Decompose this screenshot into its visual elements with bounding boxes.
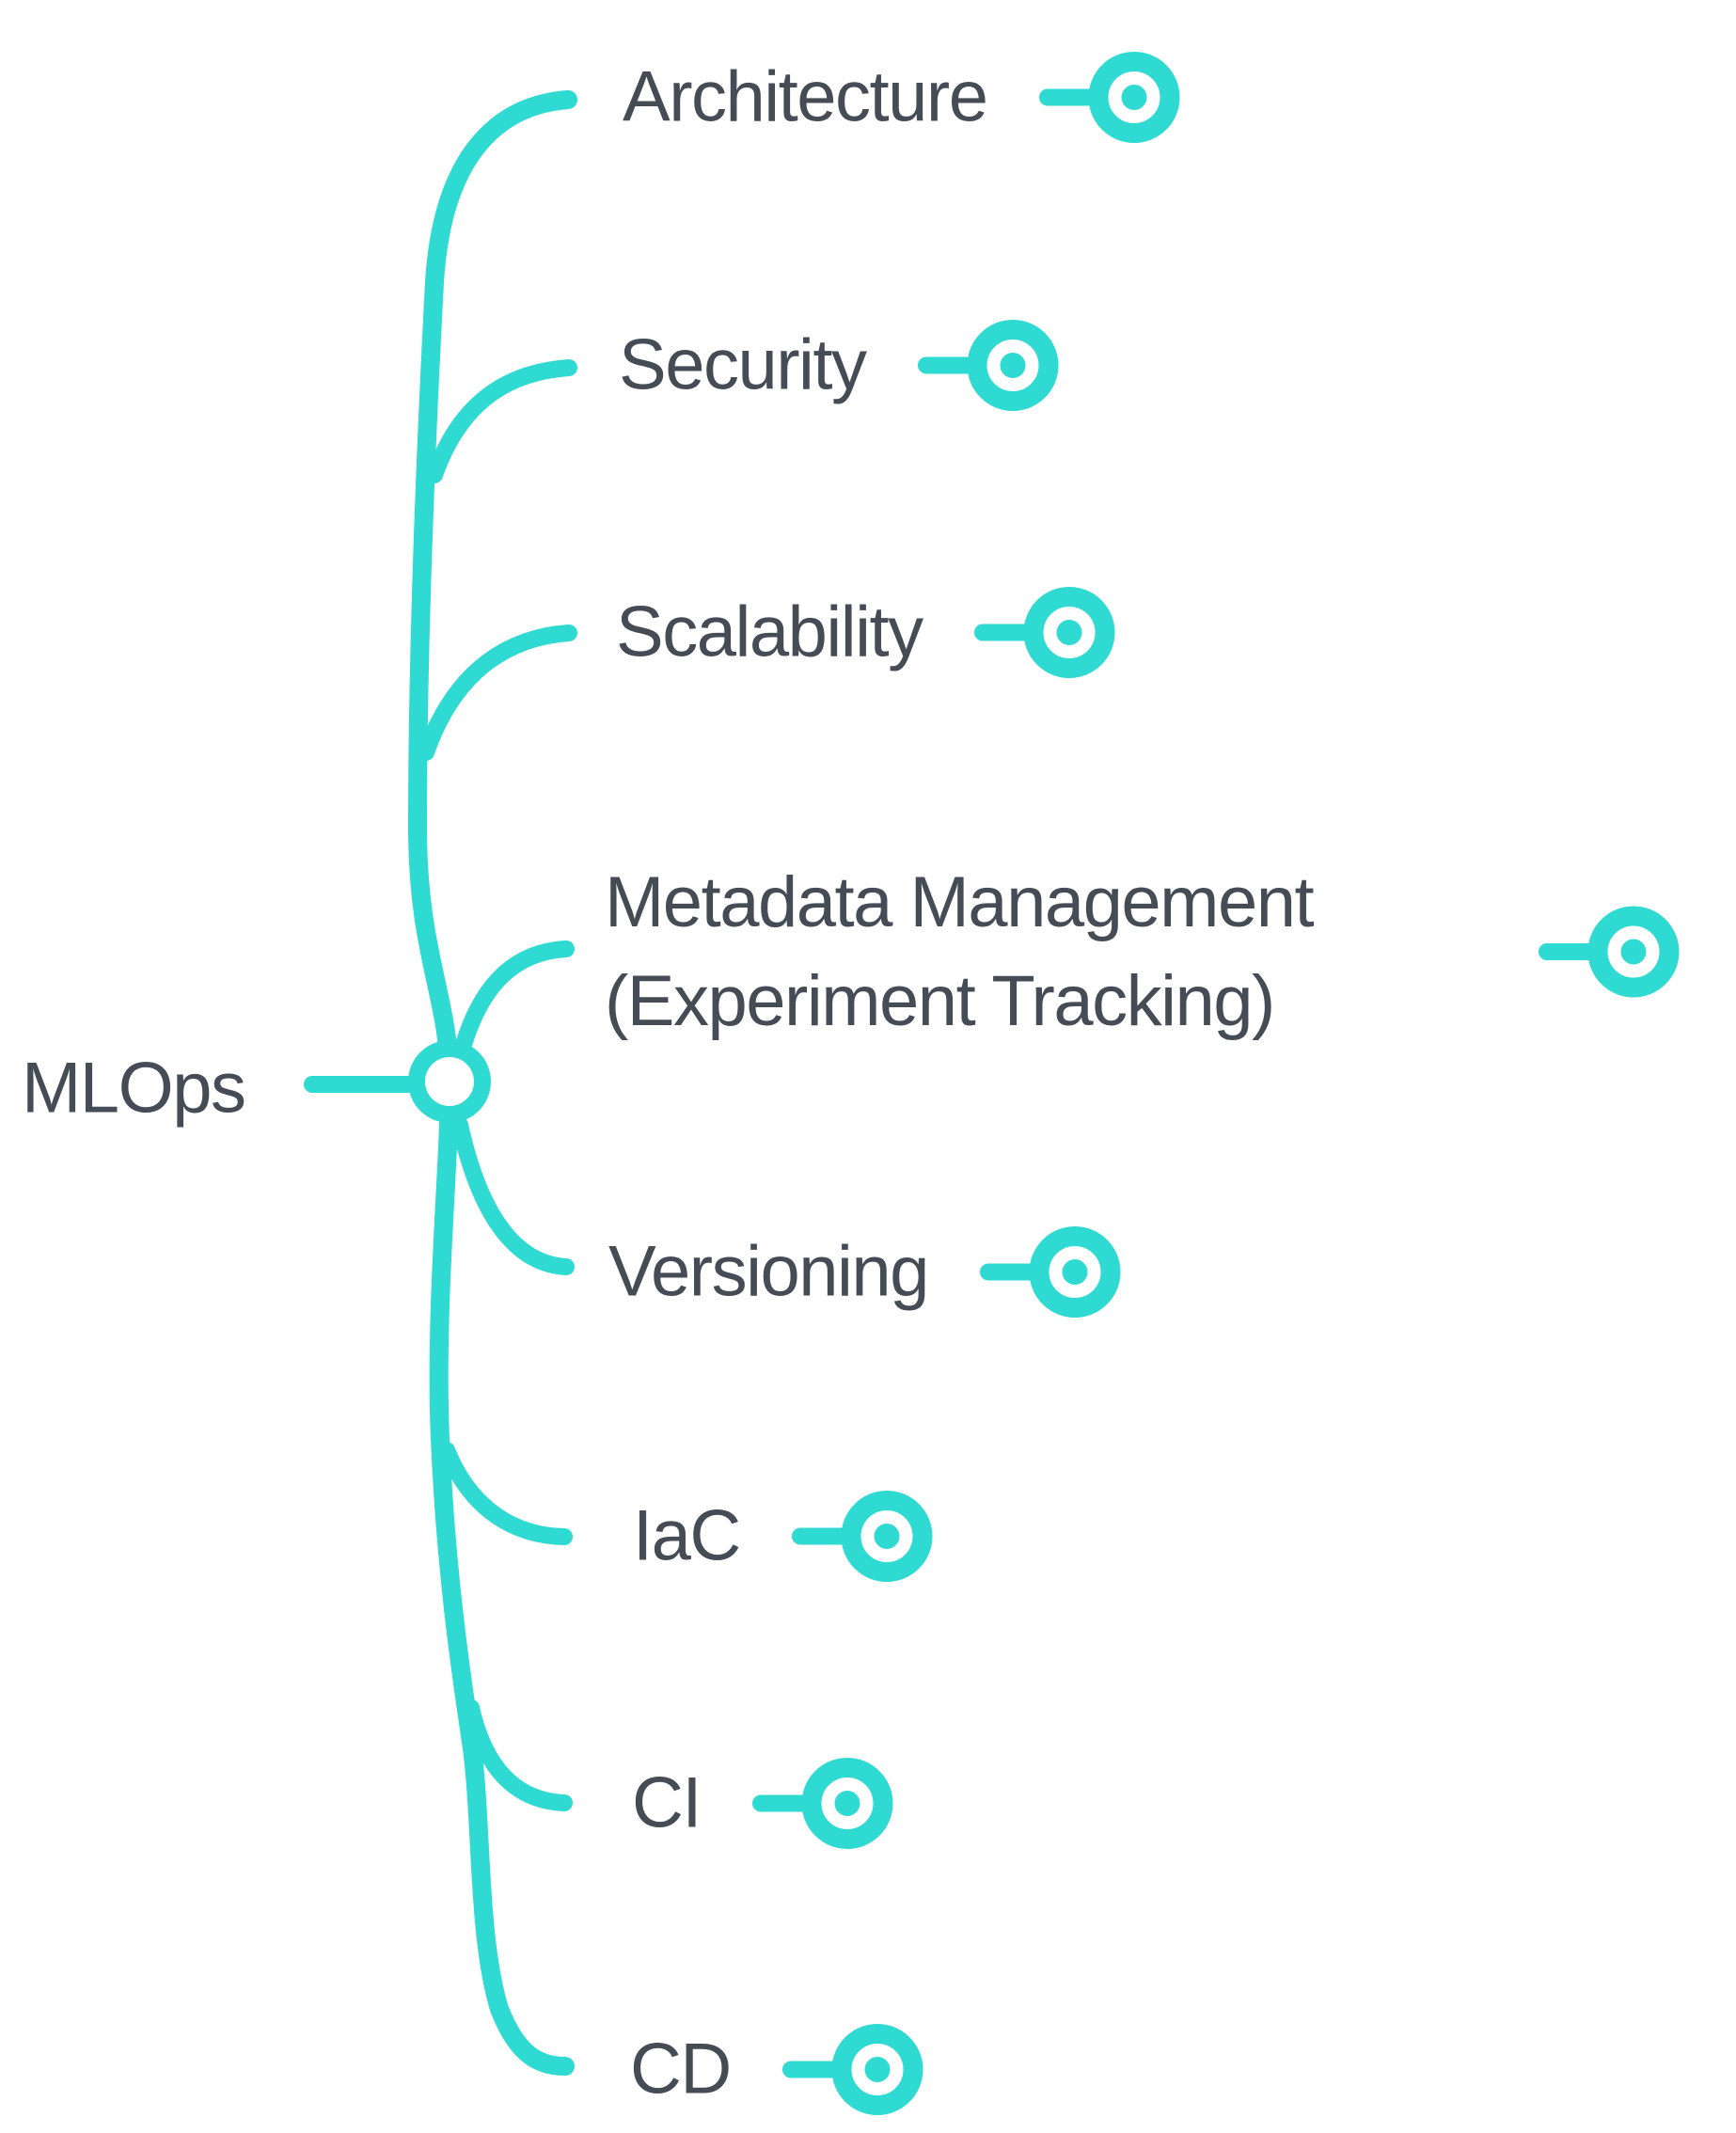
node-endpoint-target-icon[interactable] [752, 1756, 895, 1850]
node-versioning[interactable]: Versioning [608, 1223, 1123, 1321]
node-architecture-label[interactable]: Architecture [623, 56, 988, 137]
node-endpoint-target-icon[interactable] [1038, 50, 1182, 144]
branch-metadata [454, 940, 575, 1056]
node-endpoint-target-icon[interactable] [979, 1224, 1123, 1319]
node-scalability-label[interactable]: Scalability [616, 592, 923, 672]
node-iac-label[interactable]: IaC [633, 1495, 741, 1576]
node-scalability[interactable]: Scalability [616, 583, 1117, 682]
node-cd[interactable]: CD [630, 2020, 925, 2119]
node-metadata-management[interactable]: Metadata Management (Experiment Tracking… [605, 853, 1681, 1051]
node-cd-label[interactable]: CD [630, 2029, 732, 2109]
branch-security [426, 359, 577, 483]
endpoint-dot [864, 2056, 891, 2082]
trunk-branch [407, 90, 577, 2076]
node-versioning-label[interactable]: Versioning [608, 1231, 929, 1312]
node-ci[interactable]: CI [632, 1754, 895, 1853]
branch-scalability [418, 624, 577, 761]
node-root[interactable]: MLOps [22, 1039, 246, 1138]
branch-versioning [451, 1116, 575, 1275]
endpoint-dot [1056, 619, 1082, 645]
node-ci-label[interactable]: CI [632, 1762, 702, 1843]
endpoint-dot [1062, 1258, 1088, 1285]
endpoint-dot [1000, 352, 1026, 378]
node-security-label[interactable]: Security [619, 324, 867, 405]
branch-ci [463, 1699, 573, 1811]
node-metadata-label[interactable]: Metadata Management (Experiment Tracking… [605, 853, 1315, 1051]
endpoint-dot [1620, 939, 1647, 965]
node-security[interactable]: Security [619, 316, 1061, 415]
endpoint-dot [834, 1790, 860, 1816]
branch-iac [438, 1442, 573, 1545]
hub-node-icon[interactable] [408, 1040, 491, 1123]
node-endpoint-target-icon[interactable] [1539, 905, 1681, 999]
node-metadata-label-line1: Metadata Management [605, 862, 1315, 942]
node-endpoint-target-icon[interactable] [973, 585, 1117, 679]
node-metadata-label-line2: (Experiment Tracking) [605, 961, 1275, 1041]
endpoint-dot [874, 1523, 900, 1549]
node-endpoint-target-icon[interactable] [791, 1489, 935, 1583]
node-iac[interactable]: IaC [633, 1487, 935, 1586]
node-endpoint-target-icon[interactable] [917, 318, 1061, 412]
node-endpoint-target-icon[interactable] [781, 2022, 925, 2116]
node-root-label[interactable]: MLOps [22, 1048, 246, 1129]
node-architecture[interactable]: Architecture [623, 48, 1182, 147]
endpoint-dot [1121, 84, 1146, 110]
